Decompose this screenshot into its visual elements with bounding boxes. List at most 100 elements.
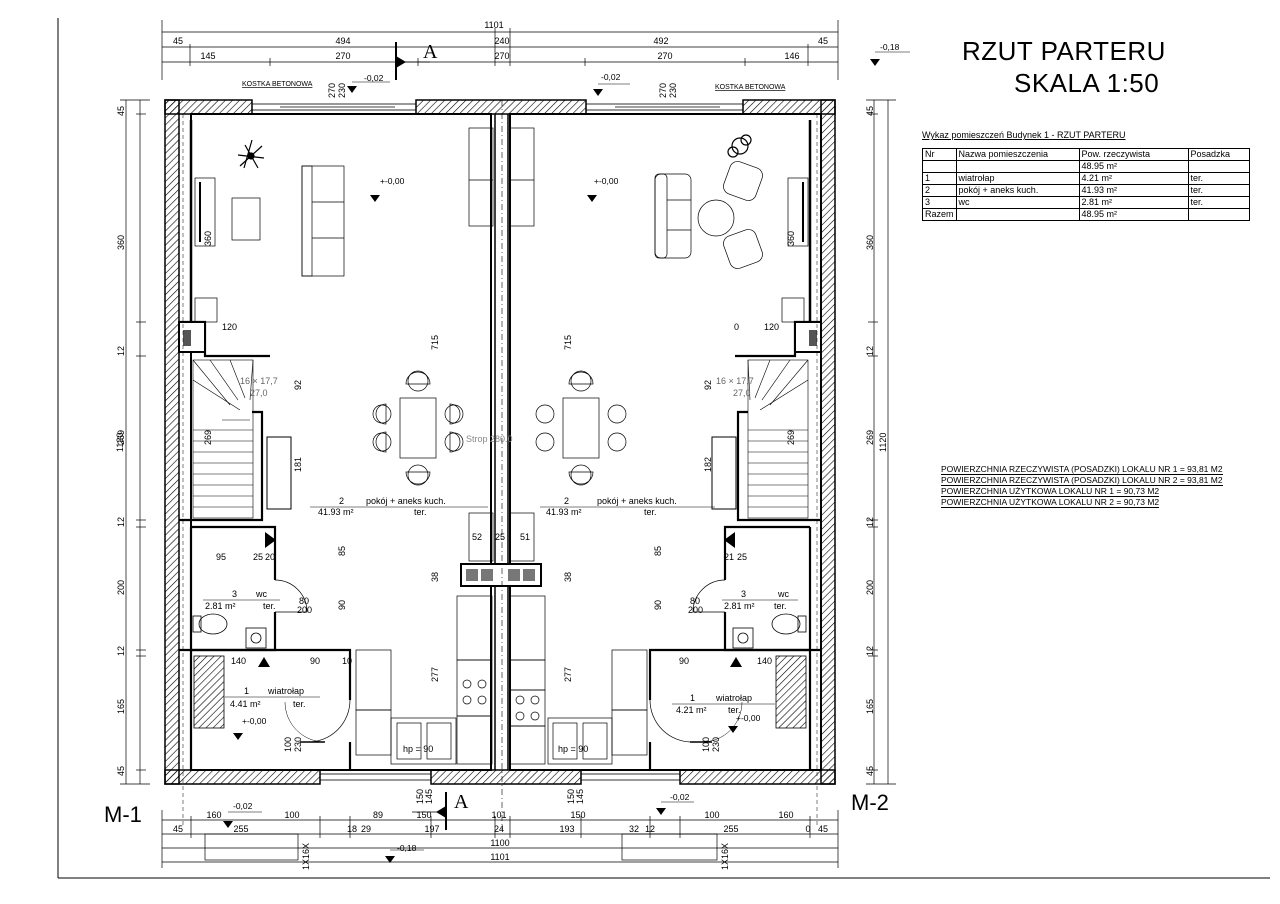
- section-label-bottom: A: [454, 791, 469, 813]
- stair-right: [711, 359, 809, 519]
- dim-90-right: 90: [653, 600, 663, 610]
- cell: [955, 208, 1080, 221]
- level-floor-living-left: +-0,00: [380, 176, 405, 186]
- dim-182: 182: [703, 457, 713, 472]
- dim-95: 95: [216, 552, 226, 562]
- dim-kitchen-51: 51: [520, 532, 530, 542]
- dim-right-9: 45: [865, 766, 875, 776]
- cell: ter.: [1187, 172, 1250, 185]
- dim-90-vest-left: 90: [310, 656, 320, 666]
- dim-bottom-r2-8: 32: [629, 824, 639, 834]
- drawing-scale: SKALA 1:50: [1014, 68, 1160, 98]
- dim-right-5: 12: [865, 517, 875, 527]
- dim-window-right-a: 270: [658, 83, 668, 98]
- dim-top-3: 240: [494, 36, 509, 46]
- stair-run-right: 27,0: [733, 388, 751, 398]
- dim-120-right: 120: [764, 322, 779, 332]
- dim-bottom-r2-7: 193: [559, 824, 574, 834]
- plant-right: [727, 134, 752, 158]
- dim-top-r2-4: 270: [657, 51, 672, 61]
- wardrobe-left: [193, 655, 225, 729]
- dim-181: 181: [293, 457, 303, 472]
- cell: 48.95 m²: [1078, 208, 1189, 221]
- dim-right-1: 45: [865, 106, 875, 116]
- table-row: Razem 48.95 m²: [922, 208, 1250, 221]
- cell: [1187, 160, 1250, 173]
- section-mark-top: [395, 42, 430, 80]
- dim-left-7: 12: [116, 646, 126, 656]
- level-floor-vest-right: +-0,00: [736, 713, 761, 723]
- area-summary-line: POWIERZCHNIA RZECZYWISTA (POSADZKI) LOKA…: [941, 475, 1223, 486]
- dim-bottom-5: 101: [491, 810, 506, 820]
- dim-left-6: 200: [116, 580, 126, 595]
- dim-right-4: 269: [865, 430, 875, 445]
- doors: [274, 579, 743, 743]
- cell: [955, 160, 1080, 173]
- dim-kitchen-25: 25: [495, 532, 505, 542]
- dim-window-left-a: 270: [327, 83, 337, 98]
- stair-spec-right: 16 × 17,7: [716, 376, 754, 386]
- room-vest-left-name: wiatrołap: [267, 686, 304, 696]
- dim-door-h-left: 200: [297, 605, 312, 615]
- level-markers-floor: [233, 195, 738, 740]
- cell: [1187, 208, 1250, 221]
- interior-partitions: [179, 320, 821, 770]
- dim-right-6: 200: [865, 580, 875, 595]
- wardrobe-right: [775, 655, 807, 729]
- dim-bottom-7: 100: [704, 810, 719, 820]
- level-marker-outside-right: [593, 83, 630, 96]
- room-vest-left-floor: ter.: [293, 699, 306, 709]
- dim-140-right: 140: [757, 656, 772, 666]
- dim-top-overall: 1101: [484, 20, 503, 30]
- dim-269-stair-right: 269: [786, 430, 796, 445]
- dim-0-right: 0: [734, 322, 739, 332]
- room-living-right-name: pokój + aneks kuch.: [597, 496, 677, 506]
- cell: ter.: [1187, 196, 1250, 209]
- dim-top-r2-5: 146: [784, 51, 799, 61]
- window-openings: [251, 103, 744, 781]
- cell: 3: [922, 196, 957, 209]
- level-outside-right: -0,02: [601, 72, 621, 82]
- level-outside-bottom-right: -0,02: [670, 792, 690, 802]
- dim-top-2: 494: [335, 36, 350, 46]
- table-row: 3 wc 2.81 m² ter.: [922, 196, 1250, 209]
- room-wc-right-nr: 3: [741, 589, 746, 599]
- level-floor-vest-left: +-0,00: [242, 716, 267, 726]
- level-marker-ground-top: [870, 51, 910, 66]
- chimney-right: [794, 321, 822, 353]
- cell: [922, 160, 957, 173]
- wc-fixtures-left: [192, 613, 267, 649]
- area-summary-line: POWIERZCHNIA UŻYTKOWA LOKALU NR 2 = 90,7…: [941, 497, 1160, 508]
- level-ground-top: -0,18: [880, 42, 900, 52]
- dim-85-left: 85: [337, 546, 347, 556]
- cell: Razem: [922, 208, 957, 221]
- dim-top-r2-1: 145: [200, 51, 215, 61]
- dim-door-w-right: 80: [690, 596, 700, 606]
- strop-label: Strop 280.0: [466, 434, 513, 444]
- window-tag-m2: 1X16X: [720, 843, 730, 870]
- dim-bottom-total-2: 1101: [490, 852, 509, 862]
- wc-fixtures-right: [732, 613, 807, 649]
- dim-door-150-b: 150: [566, 789, 576, 804]
- dim-door-145: 145: [424, 789, 434, 804]
- dim-bottom-3: 89: [373, 810, 383, 820]
- hp-label-left: hp = 90: [403, 744, 433, 754]
- dim-bottom-8: 160: [778, 810, 793, 820]
- dim-277-right: 277: [563, 667, 573, 682]
- dim-right-7: 12: [865, 646, 875, 656]
- unit-label-m1: M-1: [104, 802, 142, 827]
- dim-100-left: 100: [283, 737, 293, 752]
- dim-left-9: 45: [116, 766, 126, 776]
- dim-230-right: 230: [711, 737, 721, 752]
- dim-bottom-r2-1: 45: [173, 824, 183, 834]
- dim-top-r2-2: 270: [335, 51, 350, 61]
- dim-left-1: 45: [116, 106, 126, 116]
- dim-left-5: 12: [116, 517, 126, 527]
- dim-38-right: 38: [563, 572, 573, 582]
- cell: 41.93 m²: [1078, 184, 1189, 197]
- paving-label-right: KOSTKA BETONOWA: [715, 84, 786, 91]
- dim-bottom-r2-9: 12: [645, 824, 655, 834]
- cell: wc: [955, 196, 1080, 209]
- dim-door-145-b: 145: [575, 789, 585, 804]
- area-summary-line: POWIERZCHNIA RZECZYWISTA (POSADZKI) LOKA…: [941, 464, 1223, 475]
